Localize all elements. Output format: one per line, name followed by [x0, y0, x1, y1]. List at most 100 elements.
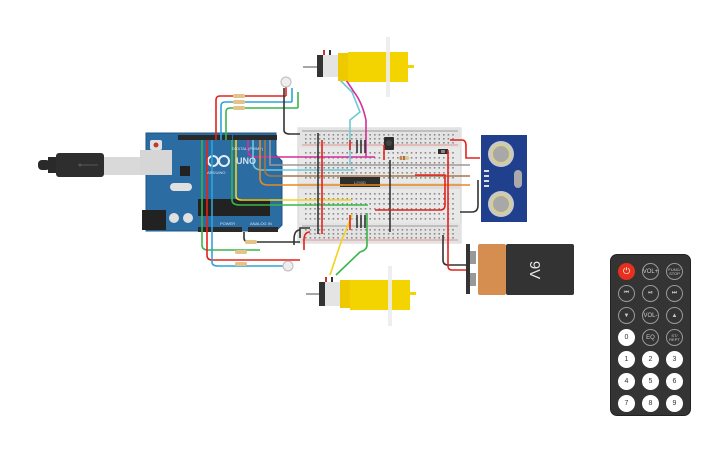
breadboard-hole[interactable]: [337, 134, 339, 136]
breadboard-hole[interactable]: [328, 152, 330, 154]
breadboard-hole[interactable]: [369, 134, 371, 136]
breadboard-hole[interactable]: [332, 134, 335, 136]
breadboard-hole[interactable]: [351, 138, 353, 140]
ultrasonic-sensor[interactable]: [481, 135, 527, 222]
breadboard-hole[interactable]: [305, 198, 307, 200]
breadboard-hole[interactable]: [383, 172, 385, 174]
breadboard-hole[interactable]: [341, 203, 344, 205]
breadboard-hole[interactable]: [328, 208, 330, 210]
breadboard-hole[interactable]: [346, 152, 348, 154]
breadboard-hole[interactable]: [305, 142, 307, 144]
breadboard-hole[interactable]: [392, 233, 394, 235]
breadboard-hole[interactable]: [328, 233, 330, 235]
breadboard-hole[interactable]: [346, 142, 348, 144]
breadboard-hole[interactable]: [323, 138, 325, 140]
breadboard-hole[interactable]: [420, 208, 422, 210]
breadboard-hole[interactable]: [314, 203, 316, 205]
breadboard-hole[interactable]: [341, 198, 344, 200]
breadboard-hole[interactable]: [433, 152, 436, 154]
breadboard-hole[interactable]: [443, 134, 445, 136]
breadboard-hole[interactable]: [397, 138, 399, 140]
breadboard-hole[interactable]: [378, 167, 381, 169]
resistors-bottom[interactable]: [235, 240, 257, 266]
breadboard-hole[interactable]: [341, 213, 344, 215]
breadboard-hole[interactable]: [328, 177, 330, 179]
breadboard-hole[interactable]: [318, 152, 321, 154]
breadboard-hole[interactable]: [401, 237, 404, 239]
breadboard-hole[interactable]: [392, 162, 394, 164]
breadboard-hole[interactable]: [433, 162, 436, 164]
breadboard-hole[interactable]: [397, 213, 399, 215]
breadboard-hole[interactable]: [351, 152, 353, 154]
breadboard-hole[interactable]: [351, 193, 353, 195]
breadboard-hole[interactable]: [433, 138, 436, 140]
breadboard-hole[interactable]: [328, 134, 330, 136]
breadboard-hole[interactable]: [401, 152, 404, 154]
breadboard-hole[interactable]: [443, 138, 445, 140]
breadboard-hole[interactable]: [392, 177, 394, 179]
breadboard-hole[interactable]: [433, 193, 436, 195]
breadboard-hole[interactable]: [429, 167, 431, 169]
breadboard-hole[interactable]: [420, 213, 422, 215]
breadboard-hole[interactable]: [387, 213, 390, 215]
breadboard-hole[interactable]: [392, 218, 394, 220]
breadboard-hole[interactable]: [397, 203, 399, 205]
breadboard-hole[interactable]: [346, 218, 348, 220]
breadboard-hole[interactable]: [374, 152, 376, 154]
breadboard-hole[interactable]: [341, 172, 344, 174]
breadboard-hole[interactable]: [337, 142, 339, 144]
breadboard-hole[interactable]: [392, 157, 394, 159]
breadboard-hole[interactable]: [406, 208, 408, 210]
breadboard-hole[interactable]: [355, 193, 358, 195]
breadboard-hole[interactable]: [387, 152, 390, 154]
breadboard-hole[interactable]: [369, 162, 371, 164]
breadboard-hole[interactable]: [406, 162, 408, 164]
breadboard-hole[interactable]: [420, 162, 422, 164]
remote-button-previous[interactable]: ⏮: [618, 285, 635, 302]
breadboard-hole[interactable]: [420, 177, 422, 179]
breadboard-hole[interactable]: [369, 193, 371, 195]
breadboard-hole[interactable]: [429, 138, 431, 140]
breadboard-hole[interactable]: [406, 167, 408, 169]
breadboard-hole[interactable]: [346, 167, 348, 169]
breadboard-hole[interactable]: [369, 172, 371, 174]
breadboard-hole[interactable]: [378, 213, 381, 215]
breadboard-hole[interactable]: [323, 229, 325, 231]
breadboard-hole[interactable]: [337, 237, 339, 239]
breadboard-hole[interactable]: [360, 208, 362, 210]
breadboard-hole[interactable]: [401, 177, 404, 179]
breadboard-hole[interactable]: [355, 203, 358, 205]
breadboard-hole[interactable]: [332, 193, 335, 195]
remote-button-down[interactable]: ▼: [618, 307, 635, 324]
breadboard-hole[interactable]: [341, 233, 344, 235]
breadboard-hole[interactable]: [397, 237, 399, 239]
breadboard-hole[interactable]: [351, 162, 353, 164]
breadboard-hole[interactable]: [305, 134, 307, 136]
breadboard-hole[interactable]: [387, 208, 390, 210]
breadboard-hole[interactable]: [438, 233, 440, 235]
breadboard-hole[interactable]: [438, 138, 440, 140]
breadboard-hole[interactable]: [406, 134, 408, 136]
breadboard-hole[interactable]: [415, 177, 417, 179]
breadboard-hole[interactable]: [447, 142, 450, 144]
breadboard-hole[interactable]: [337, 218, 339, 220]
breadboard-hole[interactable]: [429, 177, 431, 179]
breadboard-hole[interactable]: [305, 167, 307, 169]
breadboard-hole[interactable]: [429, 237, 431, 239]
breadboard-hole[interactable]: [433, 237, 436, 239]
breadboard-hole[interactable]: [383, 167, 385, 169]
breadboard-hole[interactable]: [438, 172, 440, 174]
remote-button-vol-[interactable]: VOL+: [642, 263, 659, 280]
breadboard-hole[interactable]: [346, 233, 348, 235]
breadboard-hole[interactable]: [429, 229, 431, 231]
breadboard-hole[interactable]: [351, 208, 353, 210]
breadboard-hole[interactable]: [364, 229, 367, 231]
breadboard-hole[interactable]: [318, 233, 321, 235]
breadboard-hole[interactable]: [337, 229, 339, 231]
breadboard-hole[interactable]: [443, 177, 445, 179]
breadboard-hole[interactable]: [314, 152, 316, 154]
breadboard-hole[interactable]: [323, 213, 325, 215]
breadboard-hole[interactable]: [323, 172, 325, 174]
breadboard-hole[interactable]: [415, 167, 417, 169]
breadboard-hole[interactable]: [374, 134, 376, 136]
